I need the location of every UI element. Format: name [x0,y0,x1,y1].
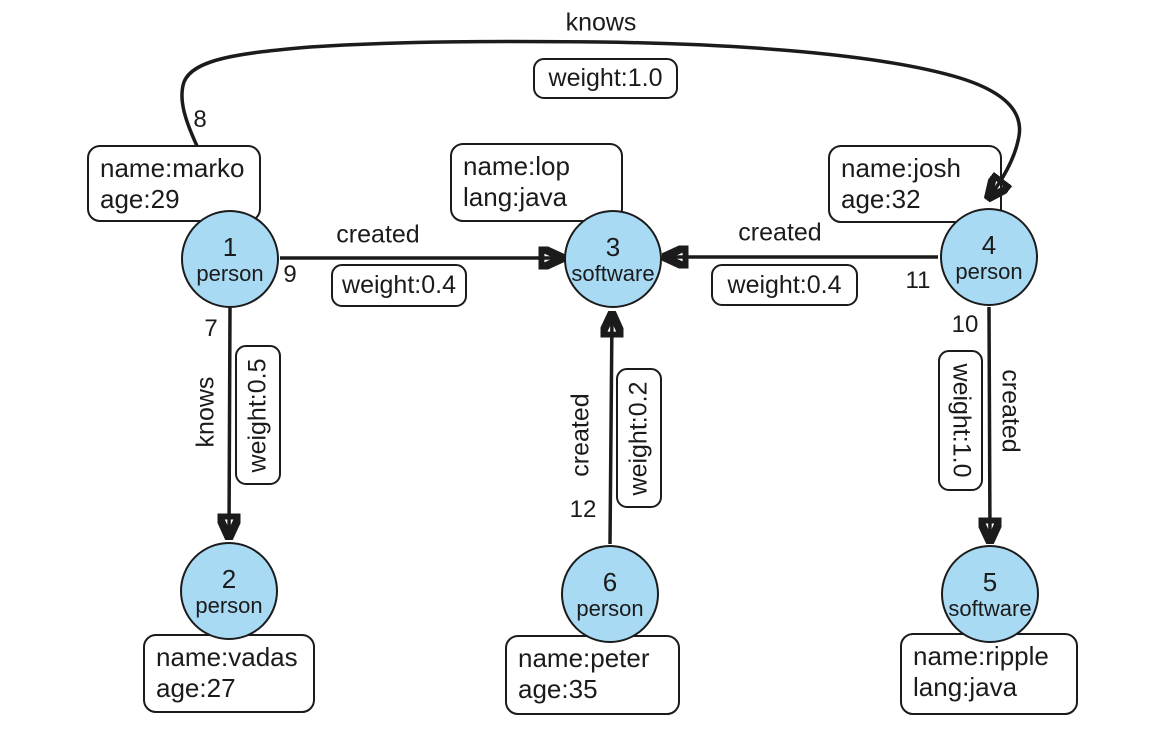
node-5-properties-box: name:ripple lang:java [900,633,1078,715]
edge-12-label: created [566,393,595,477]
property-line: name:ripple [913,641,1049,671]
node-4-type-label: person [955,258,1023,284]
node-2-type-label: person [195,592,263,618]
property-line: name:vadas [156,642,298,672]
edge-11-weight-pill: weight:0.4 [711,264,858,306]
edge-7-weight-pill: weight:0.5 [235,345,281,485]
node-6-type-label: person [576,595,644,621]
node-5-type-label: software [948,595,1032,621]
edge-7-path [229,307,230,535]
edge-12-weight-pill: weight:0.2 [616,368,662,508]
node-1-type-label: person [196,260,264,286]
edge-9-weight-pill: weight:0.4 [331,264,467,307]
node-5: 5 software [941,545,1039,643]
property-line: lang:java [463,182,568,212]
node-6: 6 person [561,545,659,643]
edge-8-weight-pill: weight:1.0 [533,58,678,99]
node-1-id-label: 1 [222,231,238,262]
property-line: age:27 [156,673,236,703]
edge-9-weight-text: weight:0.4 [342,271,456,299]
edge-12-weight-text: weight:0.2 [624,381,653,495]
edge-7-id: 7 [204,315,218,342]
edge-8-weight-text: weight:1.0 [548,64,663,92]
property-line: name:marko [100,153,245,183]
edge-12-id: 12 [569,496,597,523]
node-4: 4 person [940,208,1038,306]
node-2-properties-box: name:vadas age:27 [143,634,315,713]
node-5-id-label: 5 [982,566,998,597]
node-6-id-label: 6 [602,566,618,597]
node-6-properties-box: name:peter age:35 [505,635,680,715]
edge-12-path [610,316,612,545]
edge-11-label: created [738,218,822,247]
edge-10-id: 10 [951,311,979,338]
edge-11-weight-text: weight:0.4 [727,270,842,299]
edge-9-id: 9 [283,261,297,288]
node-3-type-label: software [571,260,655,286]
edge-10-weight-text: weight:1.0 [947,363,975,478]
node-4-id-label: 4 [981,229,997,260]
node-3-properties-box: name:lop lang:java [450,143,623,222]
property-line: age:29 [100,184,180,214]
edge-9-label: created [336,220,420,249]
property-line: lang:java [913,672,1018,702]
property-line: name:josh [841,153,961,183]
node-2-id-label: 2 [221,563,237,594]
node-3: 3 software [564,210,662,308]
property-line: name:lop [463,151,570,181]
property-line: age:35 [518,674,598,704]
node-3-id-label: 3 [605,231,621,262]
property-line: name:peter [518,643,650,673]
edge-10-weight-pill: weight:1.0 [938,350,983,491]
edge-8-label: knows [565,8,637,37]
edge-10-label: created [996,369,1025,453]
edge-7-label: knows [191,376,220,448]
edge-8-id: 8 [193,106,207,133]
node-1: 1 person [181,210,279,308]
edge-10-path [989,306,990,539]
edge-11-id: 11 [905,267,931,294]
node-2: 2 person [180,542,278,640]
edge-7-weight-text: weight:0.5 [243,358,272,472]
